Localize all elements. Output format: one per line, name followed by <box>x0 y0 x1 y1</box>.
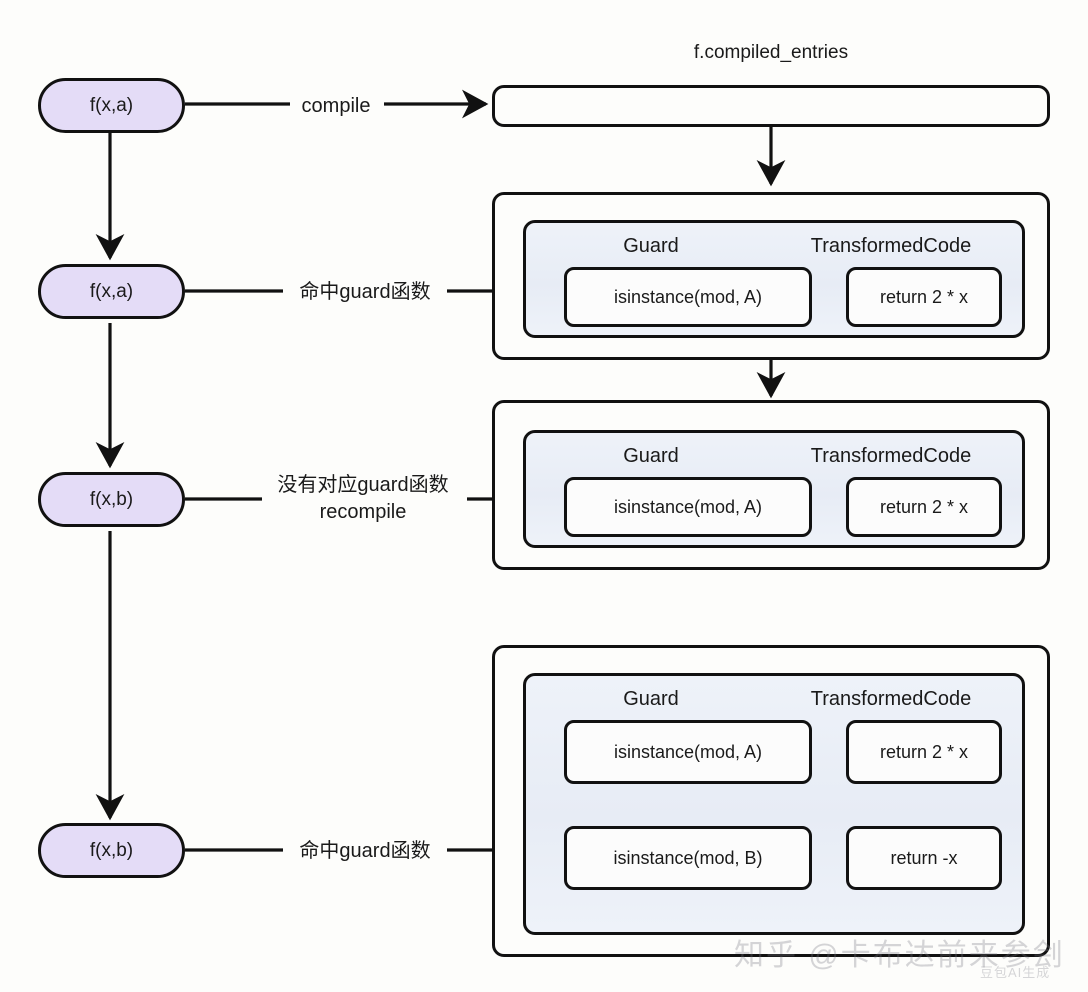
column-header-transformedcode: TransformedCode <box>810 688 972 710</box>
cache-entry-box-3: Guard TransformedCode isinstance(mod, A)… <box>492 645 1050 957</box>
guard-cell[interactable]: isinstance(mod, A) <box>564 267 812 327</box>
column-header-guard: Guard <box>623 688 679 710</box>
cache-entry-box-2: Guard TransformedCode isinstance(mod, A)… <box>492 400 1050 570</box>
node-label: f(x,a) <box>89 280 134 302</box>
watermark-text: 知乎 @卡布达前来参刽 <box>734 939 1065 972</box>
watermark-subtext: 豆包AI生成 <box>980 965 1051 980</box>
column-header-guard: Guard <box>623 445 679 467</box>
entry-panel-3: Guard TransformedCode isinstance(mod, A)… <box>523 673 1025 935</box>
transformedcode-cell-text: return -x <box>890 847 958 868</box>
transformedcode-cell-text: return 2 * x <box>879 741 969 762</box>
edge-label-compile: compile <box>301 95 371 117</box>
node-f-x-a-2[interactable]: f(x,a) <box>38 264 185 319</box>
guard-cell[interactable]: isinstance(mod, A) <box>564 720 812 784</box>
column-header-transformedcode: TransformedCode <box>810 445 972 467</box>
transformedcode-cell[interactable]: return 2 * x <box>846 267 1002 327</box>
node-label: f(x,b) <box>89 488 134 510</box>
guard-cell-text: isinstance(mod, A) <box>613 286 763 307</box>
compiled-entries-caption: f.compiled_entries <box>693 42 849 63</box>
guard-cell[interactable]: isinstance(mod, B) <box>564 826 812 890</box>
node-f-x-a-1[interactable]: f(x,a) <box>38 78 185 133</box>
column-header-guard: Guard <box>623 235 679 257</box>
edge-label-no-guard-recompile: 没有对应guard函数 recompile <box>277 474 449 523</box>
entry-panel-1: Guard TransformedCode isinstance(mod, A)… <box>523 220 1025 338</box>
edge-label-guard-hit-2: 命中guard函数 <box>299 840 431 862</box>
guard-cell-text: isinstance(mod, B) <box>613 847 763 868</box>
transformedcode-cell-text: return 2 * x <box>879 496 969 517</box>
cache-entry-box-1: Guard TransformedCode isinstance(mod, A)… <box>492 192 1050 360</box>
guard-cell[interactable]: isinstance(mod, A) <box>564 477 812 537</box>
guard-cell-text: isinstance(mod, A) <box>613 496 763 517</box>
transformedcode-cell[interactable]: return -x <box>846 826 1002 890</box>
entry-panel-2: Guard TransformedCode isinstance(mod, A)… <box>523 430 1025 548</box>
compiled-entries-box <box>492 85 1050 127</box>
node-label: f(x,a) <box>89 94 134 116</box>
node-f-x-b-1[interactable]: f(x,b) <box>38 472 185 527</box>
node-f-x-b-2[interactable]: f(x,b) <box>38 823 185 878</box>
transformedcode-cell-text: return 2 * x <box>879 286 969 307</box>
column-header-transformedcode: TransformedCode <box>810 235 972 257</box>
node-label: f(x,b) <box>89 839 134 861</box>
guard-cell-text: isinstance(mod, A) <box>613 741 763 762</box>
transformedcode-cell[interactable]: return 2 * x <box>846 720 1002 784</box>
transformedcode-cell[interactable]: return 2 * x <box>846 477 1002 537</box>
edge-label-guard-hit-1: 命中guard函数 <box>299 281 431 303</box>
